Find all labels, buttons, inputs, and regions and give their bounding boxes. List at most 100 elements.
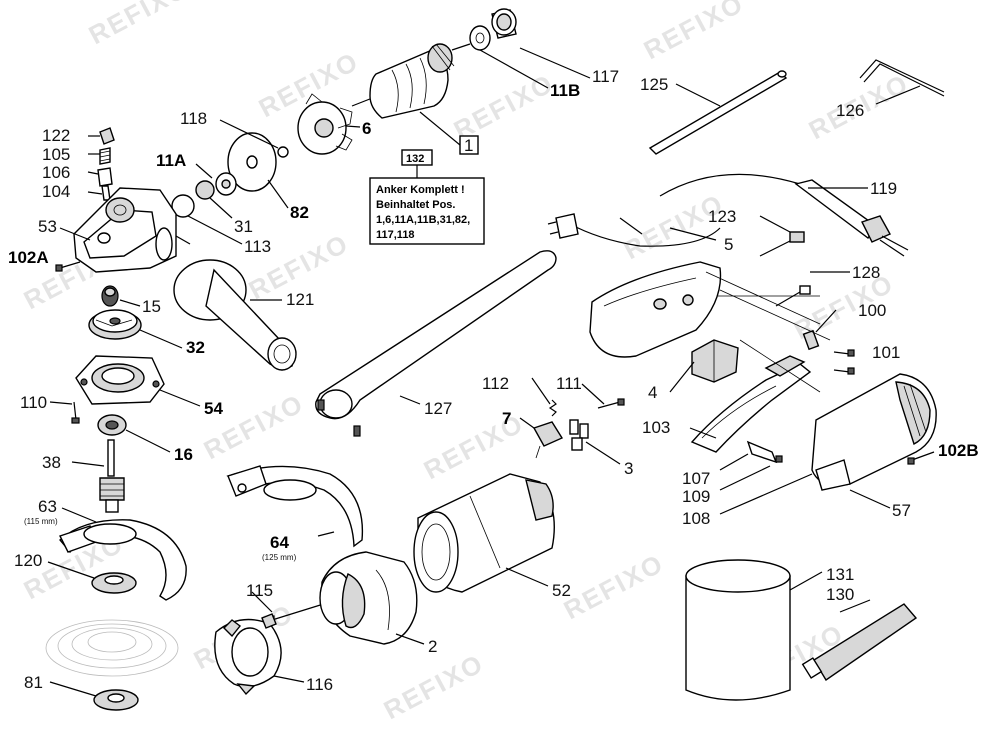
part-6-fan [297,93,353,155]
label-31: 31 [234,217,253,236]
part-38-spindle [99,439,125,513]
grinding-disc-outline [45,619,179,677]
part-117-bearing [469,8,517,51]
part-130-grease-tube [801,603,918,681]
part-101-screws [833,349,855,375]
label-82: 82 [290,203,309,222]
part-54-bearing-plate [75,355,165,405]
watermark: REFIXO [449,68,559,146]
label-54: 54 [204,399,223,418]
label-130: 130 [826,585,854,604]
part-handle-shell-rear [589,261,722,358]
label-111: 111 [556,374,582,393]
part-82-baffle-disc [227,132,277,192]
label-2: 2 [428,637,437,656]
label-11A: 11A [156,151,186,170]
callout-box-1: 1 [459,135,479,155]
label-16: 16 [174,445,193,464]
label-32: 32 [186,338,205,357]
part-7-switch [532,421,564,459]
note-box-line1: Anker Komplett ! [376,184,465,196]
watermark: REFIXO [639,0,749,65]
label-3: 3 [624,459,633,478]
label-38: 38 [42,453,61,472]
label-6: 6 [362,119,371,138]
leader-lines [47,47,921,697]
label-102A: 102A [8,248,49,267]
label-132: 132 [406,153,424,165]
part-103-switch-lever [690,355,812,453]
label-64-note: (125 mm) [262,553,297,562]
label-15: 15 [142,297,161,316]
label-122: 122 [42,126,70,145]
label-125: 125 [640,75,668,94]
part-102B-screw [907,451,935,465]
note-box-line3: 1,6,11A,11B,31,82, [376,214,470,226]
label-5: 5 [724,235,733,254]
part-spindle-lock-stack [97,127,115,201]
part-128-bracket [775,285,811,307]
part-81-flange-nut [93,689,139,711]
label-107: 107 [682,469,710,488]
label-7: 7 [502,409,511,428]
note-box-line4: 117,118 [376,229,415,241]
label-103: 103 [642,418,670,437]
label-101: 101 [872,343,900,362]
label-113: 113 [244,237,271,256]
part-121-side-handle [173,259,297,371]
part-126-hex-key [859,59,945,97]
label-126: 126 [836,101,864,120]
label-108: 108 [682,509,710,528]
label-110: 110 [20,393,47,412]
label-100: 100 [858,301,886,320]
part-123-brush [759,231,805,257]
watermark: REFIXO [559,548,669,626]
part-4-capacitor [691,339,739,383]
label-102B: 102B [938,441,979,460]
part-15-bushing [101,285,119,307]
label-4: 4 [648,383,657,402]
label-119: 119 [870,179,897,198]
label-127: 127 [424,399,452,418]
part-119-cord-guard [659,173,909,257]
label-109: 109 [682,487,710,506]
part-118-ring [277,146,289,158]
part-131-grease-tin [685,559,791,701]
label-116: 116 [306,675,333,694]
part-116-brush-holder [214,613,282,696]
part-127-spanner-wrench [315,250,557,437]
label-128: 128 [852,263,880,282]
watermark: REFIXO [419,408,529,486]
label-120: 120 [14,551,42,570]
label-131: 131 [826,565,854,584]
watermark: REFIXO [379,648,489,726]
label-64: 64 [270,533,289,552]
part-107-109-108 [746,440,783,464]
part-53-gear-housing [73,187,191,273]
part-102A-screw [55,261,81,272]
part-57-motor-shell [811,373,937,491]
label-121: 121 [286,290,314,309]
label-123: 123 [708,207,736,226]
label-106: 106 [42,163,70,182]
label-53: 53 [38,217,57,236]
part-64-guard-125mm [226,465,364,548]
label-52: 52 [552,581,571,600]
label-104: 104 [42,182,70,201]
label-112: 112 [482,374,509,393]
label-63: 63 [38,497,57,516]
part-63-guard-115mm [59,519,187,601]
label-105: 105 [42,145,70,164]
part-32-bevel-gear [88,309,142,340]
callout-box-132: 132 Anker Komplett ! Beinhaltet Pos. 1,6… [369,149,485,245]
part-111-screw [597,398,625,409]
watermark: REFIXO [84,0,194,50]
label-117: 117 [592,67,619,86]
label-1: 1 [464,136,473,155]
part-3-terminal [569,419,589,451]
part-1-armature [351,43,471,119]
part-112-spring [548,399,557,417]
label-11B: 11B [550,81,580,100]
